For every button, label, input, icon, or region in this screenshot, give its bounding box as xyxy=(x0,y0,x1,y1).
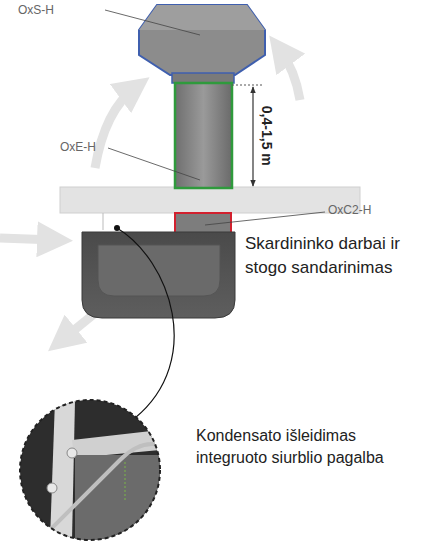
note-text: Kondensato išleidimas integruoto siurbli… xyxy=(196,425,430,470)
unit-front xyxy=(98,245,220,296)
roof-slab xyxy=(60,187,360,213)
note-text: Skardininko darbai ir stogo sandarinimas xyxy=(245,232,430,280)
extension-tube xyxy=(175,83,232,188)
dimension-label: 0,4-1,5 m xyxy=(256,96,276,176)
roof-cap xyxy=(139,5,265,75)
dimension-extension-line xyxy=(232,85,262,86)
detail-inset xyxy=(20,400,160,540)
part-label: OxE-H xyxy=(60,139,150,156)
dimension-line xyxy=(252,87,253,186)
callout-curve xyxy=(117,228,174,418)
leader-lines xyxy=(105,10,325,225)
hanger-rod xyxy=(103,213,104,230)
part-label: OxC2-H xyxy=(328,202,418,219)
part-label: OxS-H xyxy=(18,2,108,19)
inset-border xyxy=(20,400,160,540)
cap-neck xyxy=(172,73,234,83)
cap-top xyxy=(139,5,265,30)
